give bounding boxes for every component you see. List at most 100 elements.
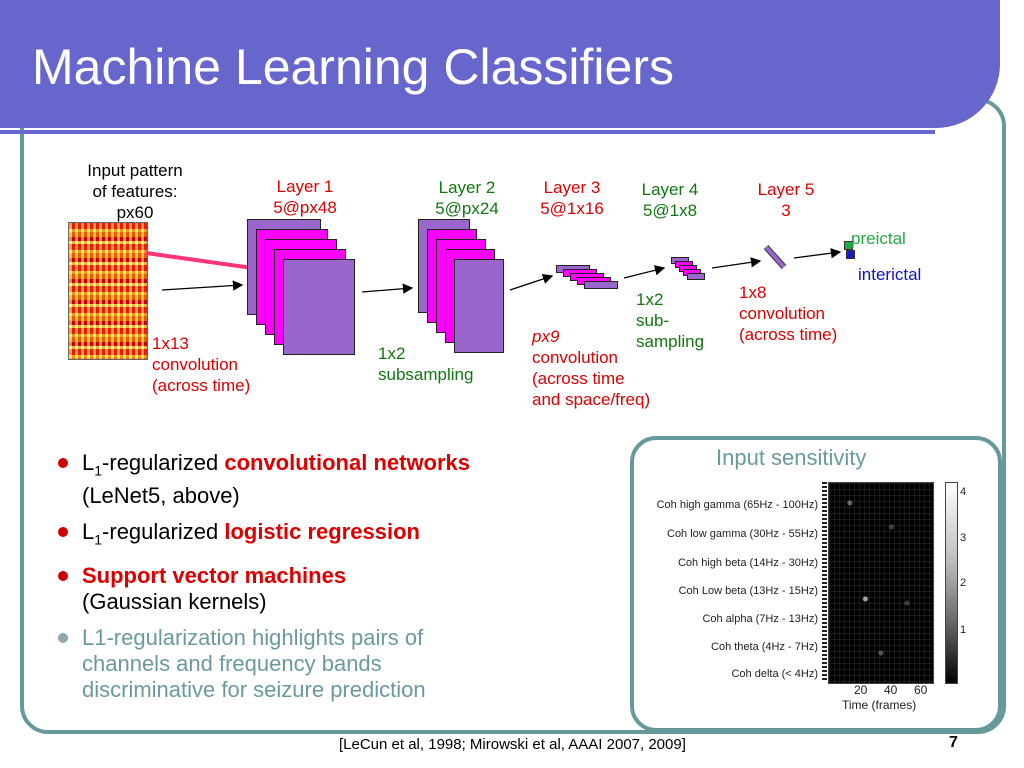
- bullet-line: L1-regularization highlights pairs of: [82, 624, 424, 650]
- layer1-map-front: [283, 259, 355, 355]
- layer3-dims: 5@1x16: [540, 199, 604, 218]
- bullet-item: L1-regularized convolutional networks (L…: [56, 450, 636, 509]
- input-pattern-heatmap: [68, 222, 148, 360]
- bullet-highlight: Support vector machines: [82, 562, 347, 588]
- layer1-name: Layer 1: [276, 177, 334, 196]
- channel-tick-strip: [822, 482, 827, 682]
- colorbar: [945, 482, 958, 684]
- layer5-unit: [763, 244, 787, 270]
- bullet-dot: [58, 570, 68, 581]
- title-bar: [0, 0, 1000, 128]
- op-line: convolution: [739, 304, 826, 323]
- layer3-map: [584, 281, 618, 289]
- colorbar-tick: 2: [960, 577, 967, 589]
- bullet-highlight: logistic regression: [224, 519, 420, 545]
- bullet-list: L1-regularized convolutional networks (L…: [56, 450, 636, 713]
- x-tick: 40: [884, 683, 898, 697]
- bullet-dot: [58, 632, 68, 643]
- citation-footer: [LeCun et al, 1998; Mirowski et al, AAAI…: [339, 736, 686, 753]
- bullet-line: channels and frequency bands: [82, 650, 382, 676]
- layer2-name: Layer 2: [438, 178, 496, 197]
- layer1-op-label: 1x13 convolution (across time): [152, 333, 250, 396]
- x-axis-label: Time (frames): [842, 698, 917, 712]
- arrow-layer3-to-layer4: [623, 265, 666, 279]
- layer4-map: [687, 273, 705, 280]
- bullet-text: -regularized: [102, 450, 225, 475]
- layer5-dims: 3: [781, 201, 791, 220]
- layer2-op-label: 1x2 subsampling: [378, 343, 473, 385]
- x-tick: 20: [854, 683, 868, 697]
- row-label: Coh low gamma (30Hz - 55Hz): [667, 528, 818, 540]
- page-number: 7: [949, 734, 958, 751]
- layer4-dims: 5@1x8: [642, 201, 698, 220]
- layer2-dims: 5@px24: [435, 199, 499, 218]
- subscript: 1: [94, 462, 103, 479]
- op-line: 1x2: [636, 290, 664, 309]
- arrow-input-to-layer1: [161, 280, 244, 291]
- arrow-layer1-to-layer2: [361, 283, 414, 294]
- diagram-arrows: [161, 248, 842, 294]
- bullet-item: L1-regularized logistic regression: [56, 519, 636, 552]
- bullet-item: Support vector machines (Gaussian kernel…: [56, 563, 636, 615]
- op-line: (across time: [532, 369, 625, 388]
- input-label-line: Input pattern: [87, 161, 183, 180]
- heatmap-texture: [829, 483, 933, 683]
- input-pattern-label: Input pattern of features: px60: [60, 160, 210, 223]
- subscript: 1: [94, 531, 103, 548]
- arrow-layer2-to-layer3: [509, 273, 554, 291]
- colorbar-tick: 1: [960, 624, 967, 636]
- layer5-label: Layer 5 3: [744, 179, 828, 221]
- row-label: Coh high beta (14Hz - 30Hz): [677, 557, 818, 569]
- op-line: px9: [532, 327, 560, 346]
- op-line: convolution: [152, 355, 239, 374]
- layer3-name: Layer 3: [543, 178, 601, 197]
- layer3-op-label: px9 convolution (across time and space/f…: [532, 326, 650, 410]
- row-label: Coh theta (4Hz - 7Hz): [711, 641, 818, 653]
- layer4-op-label: 1x2 sub- sampling: [636, 289, 704, 352]
- colorbar-tick: 3: [960, 532, 967, 544]
- bullet-text: L: [82, 519, 95, 545]
- row-label: Coh delta (< 4Hz): [731, 668, 818, 680]
- op-line: sub-: [636, 311, 670, 330]
- sensitivity-heatmap: [828, 482, 934, 684]
- bullet-line2: (Gaussian kernels): [82, 588, 267, 614]
- op-line: (across time): [739, 325, 838, 344]
- interictal-label: interictal: [858, 265, 922, 284]
- bullet-dot: [58, 527, 68, 538]
- input-sensitivity-title: Input sensitivity: [716, 445, 867, 470]
- x-tick: 60: [914, 683, 928, 697]
- bullet-text: -regularized: [102, 519, 225, 545]
- op-line: (across time): [152, 376, 251, 395]
- interictal-marker: [846, 250, 855, 259]
- preictal-label: preictal: [851, 229, 906, 248]
- row-label: Coh alpha (7Hz - 13Hz): [702, 613, 818, 625]
- op-line: sampling: [636, 332, 705, 351]
- arrow-layer4-to-layer5: [711, 257, 762, 269]
- layer1-dims: 5@px48: [273, 198, 337, 217]
- layer5-op-label: 1x8 convolution (across time): [739, 282, 837, 345]
- layer2-map-front: [454, 259, 504, 353]
- op-line: 1x2: [378, 344, 406, 363]
- layer4-name: Layer 4: [641, 180, 699, 199]
- layer2-label: Layer 2 5@px24: [415, 177, 519, 219]
- input-label-line: px60: [116, 203, 154, 222]
- bullet-highlight: convolutional networks: [224, 450, 471, 475]
- bullet-item: L1-regularization highlights pairs of ch…: [56, 625, 636, 703]
- layer1-label: Layer 1 5@px48: [255, 176, 355, 218]
- op-line: 1x8: [739, 283, 767, 302]
- op-line: 1x13: [152, 334, 189, 353]
- colorbar-tick: 4: [960, 486, 967, 498]
- slide-title: Machine Learning Classifiers: [32, 39, 674, 95]
- input-label-line: of features:: [92, 182, 178, 201]
- row-label: Coh Low beta (13Hz - 15Hz): [678, 585, 818, 597]
- arrow-layer5-to-output: [793, 248, 842, 259]
- bullet-text: L: [82, 450, 95, 475]
- bullet-line2: (LeNet5, above): [82, 483, 240, 509]
- preictal-marker: [844, 241, 853, 250]
- op-line: subsampling: [378, 365, 474, 384]
- layer5-name: Layer 5: [757, 180, 815, 199]
- op-line: and space/freq): [532, 390, 651, 409]
- row-label: Coh high gamma (65Hz - 100Hz): [656, 499, 818, 511]
- layer4-label: Layer 4 5@1x8: [628, 179, 712, 221]
- op-line: convolution: [532, 348, 619, 367]
